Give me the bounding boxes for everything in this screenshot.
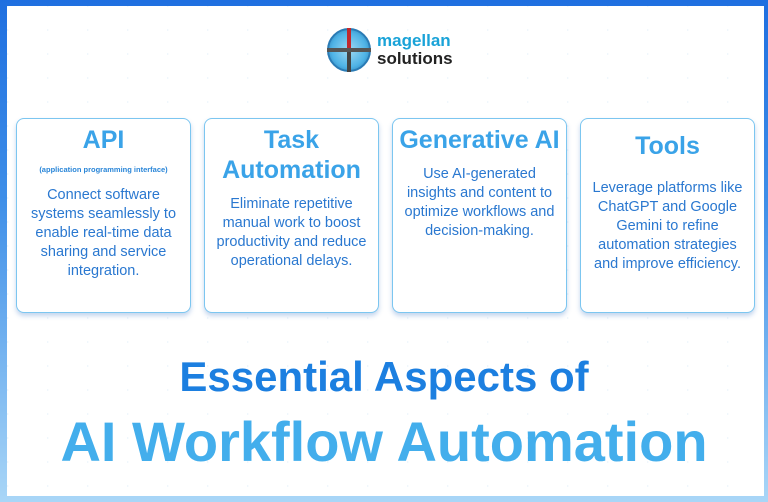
card-task-automation: Task Automation Eliminate repetitive man… [204, 118, 379, 313]
headline-line1: Essential Aspects of [179, 353, 589, 400]
card-title: Tools [635, 132, 700, 160]
headline-line2: AI Workflow Automation [60, 410, 708, 473]
card-tools: Tools Leverage platforms like ChatGPT an… [580, 118, 755, 313]
card-api: API (application programming interface) … [16, 118, 191, 313]
logo-line2: solutions [377, 49, 453, 68]
compass-icon [327, 28, 371, 72]
card-text: Use AI-generated insights and content to… [404, 166, 555, 239]
card-generative-ai: Generative AI Use AI-generated insights … [392, 118, 567, 313]
card-subtitle: (application programming interface) [39, 165, 168, 174]
logo-line1: magellan [377, 31, 451, 50]
card-title: API [82, 126, 125, 154]
card-title: Generative AI [399, 126, 560, 154]
card-title: Task Automation [222, 126, 361, 184]
card-text: Connect software systems seamlessly to e… [30, 187, 177, 279]
card-text: Eliminate repetitive manual work to boos… [216, 196, 367, 269]
card-text: Leverage platforms like ChatGPT and Goog… [592, 180, 743, 272]
